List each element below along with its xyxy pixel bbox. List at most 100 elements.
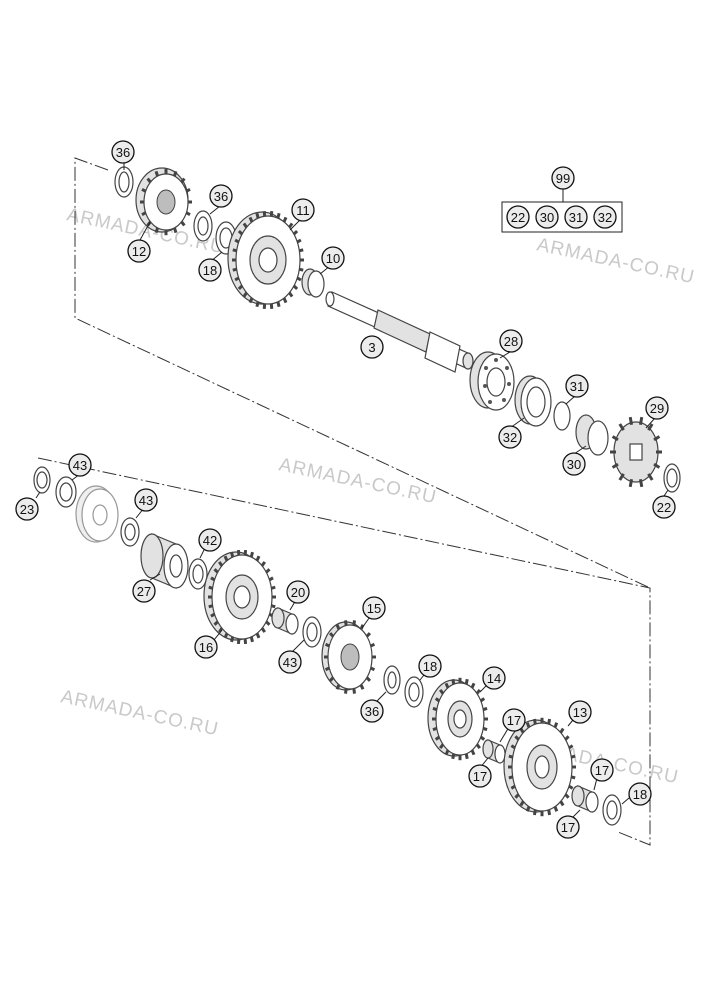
part-callout-c18a: 18 bbox=[198, 258, 222, 282]
washer-36c-inner bbox=[387, 671, 397, 689]
gear-tooth bbox=[647, 423, 654, 431]
gear-tooth bbox=[559, 727, 565, 734]
gear-tooth bbox=[647, 473, 654, 481]
watermark-text: ARMADA-CO.RU bbox=[277, 454, 439, 508]
bearing-10-part bbox=[301, 268, 325, 298]
callout-circle bbox=[194, 635, 218, 659]
callout-label: 11 bbox=[296, 203, 310, 218]
gear-tooth bbox=[559, 800, 565, 807]
gear-tooth bbox=[611, 435, 619, 442]
part-callout-c42: 42 bbox=[198, 528, 222, 552]
gear-tooth bbox=[519, 800, 525, 807]
part-callout-c20: 20 bbox=[286, 580, 310, 604]
callout-label: 20 bbox=[291, 585, 305, 600]
gear-tooth bbox=[439, 743, 445, 750]
callout-circle bbox=[15, 497, 39, 521]
gear-tooth bbox=[298, 248, 304, 253]
callout-label: 43 bbox=[283, 655, 297, 670]
needle-bearing-20-part bbox=[271, 607, 299, 635]
assembly-axis-lines bbox=[37, 157, 651, 846]
sprocket-29-part bbox=[610, 416, 662, 488]
gear-tooth bbox=[260, 561, 266, 567]
callout-circle bbox=[551, 166, 575, 190]
gear-tooth bbox=[237, 229, 244, 236]
gear-tooth bbox=[479, 735, 486, 741]
gear-tooth bbox=[434, 735, 441, 741]
callout-circle bbox=[590, 758, 614, 782]
bearing-27-part bbox=[140, 533, 189, 589]
gear-tooth bbox=[365, 632, 372, 638]
gear-tooth bbox=[324, 642, 330, 648]
callout-label: 17 bbox=[561, 820, 575, 835]
callout-label: 28 bbox=[504, 334, 518, 349]
callout-circle bbox=[127, 239, 151, 263]
washer-part-inner bbox=[197, 216, 209, 236]
gear-tooth bbox=[230, 551, 235, 558]
gear-tooth bbox=[434, 697, 441, 703]
callout-label: 13 bbox=[573, 705, 587, 720]
gear-tooth bbox=[237, 284, 244, 291]
circlip-23-inner bbox=[36, 471, 48, 489]
gear-tooth bbox=[154, 170, 160, 177]
callout-label: 43 bbox=[73, 458, 87, 473]
callout-label: 22 bbox=[511, 210, 525, 225]
gear-tooth bbox=[470, 749, 476, 756]
gear-tooth bbox=[553, 722, 559, 728]
part-callout-c14: 14 bbox=[482, 666, 506, 690]
gear-tooth bbox=[208, 585, 214, 590]
callout-label: 36 bbox=[116, 145, 130, 160]
callout-circle bbox=[628, 782, 652, 806]
gear-14-part bbox=[427, 677, 488, 761]
part-callout-c22: 22 bbox=[652, 495, 676, 519]
callout-circle bbox=[652, 495, 676, 519]
gear-tooth bbox=[213, 568, 219, 574]
callout-label: 18 bbox=[423, 659, 437, 674]
gear-tooth bbox=[547, 809, 552, 816]
callout-circle bbox=[498, 425, 522, 449]
callout-label: 17 bbox=[473, 769, 487, 784]
gear-tooth bbox=[298, 267, 304, 272]
gear-tooth bbox=[564, 735, 570, 741]
gear-tooth bbox=[172, 227, 178, 234]
gear-tooth bbox=[248, 216, 254, 223]
gear-tooth bbox=[185, 211, 191, 217]
part-callout-c17d: 17 bbox=[556, 815, 580, 839]
gear-tooth bbox=[180, 220, 186, 227]
callout-label: 99 bbox=[556, 171, 570, 186]
gear-tooth bbox=[154, 227, 160, 234]
spacer-30-part bbox=[575, 414, 609, 456]
gear-tooth bbox=[213, 620, 219, 626]
callout-circle bbox=[502, 708, 526, 732]
callout-circle bbox=[564, 205, 588, 229]
callout-label: 43 bbox=[139, 493, 153, 508]
gear-tooth bbox=[268, 576, 274, 582]
gear-tooth bbox=[451, 753, 456, 760]
part-callout-c13: 13 bbox=[568, 700, 592, 724]
callout-circle bbox=[506, 205, 530, 229]
callout-label: 17 bbox=[595, 763, 609, 778]
gear-tooth bbox=[255, 632, 261, 639]
gear-tooth bbox=[255, 212, 260, 219]
gear-tooth bbox=[359, 624, 365, 630]
part-callout-c18b: 18 bbox=[418, 654, 442, 678]
gear-tooth bbox=[475, 688, 481, 695]
gear-tooth bbox=[335, 624, 341, 630]
gear-tooth bbox=[255, 555, 261, 562]
callout-circle bbox=[286, 580, 310, 604]
gear-tooth bbox=[618, 473, 625, 481]
kit-item-callout: 32 bbox=[593, 205, 617, 229]
part-callout-c27: 27 bbox=[132, 579, 156, 603]
gear-tooth bbox=[352, 688, 357, 694]
gear-12-part bbox=[135, 167, 192, 236]
callout-circle bbox=[645, 396, 669, 420]
part-callout-c32: 32 bbox=[498, 425, 522, 449]
gear-tooth bbox=[210, 576, 216, 582]
part-callout-c31: 31 bbox=[565, 374, 589, 398]
gear-tooth bbox=[510, 744, 516, 750]
callout-circle bbox=[468, 764, 492, 788]
gear-tooth bbox=[185, 187, 191, 193]
callout-label: 30 bbox=[540, 210, 554, 225]
gear-tooth bbox=[653, 462, 661, 469]
callout-label: 42 bbox=[203, 533, 217, 548]
gear-tooth bbox=[359, 684, 365, 690]
